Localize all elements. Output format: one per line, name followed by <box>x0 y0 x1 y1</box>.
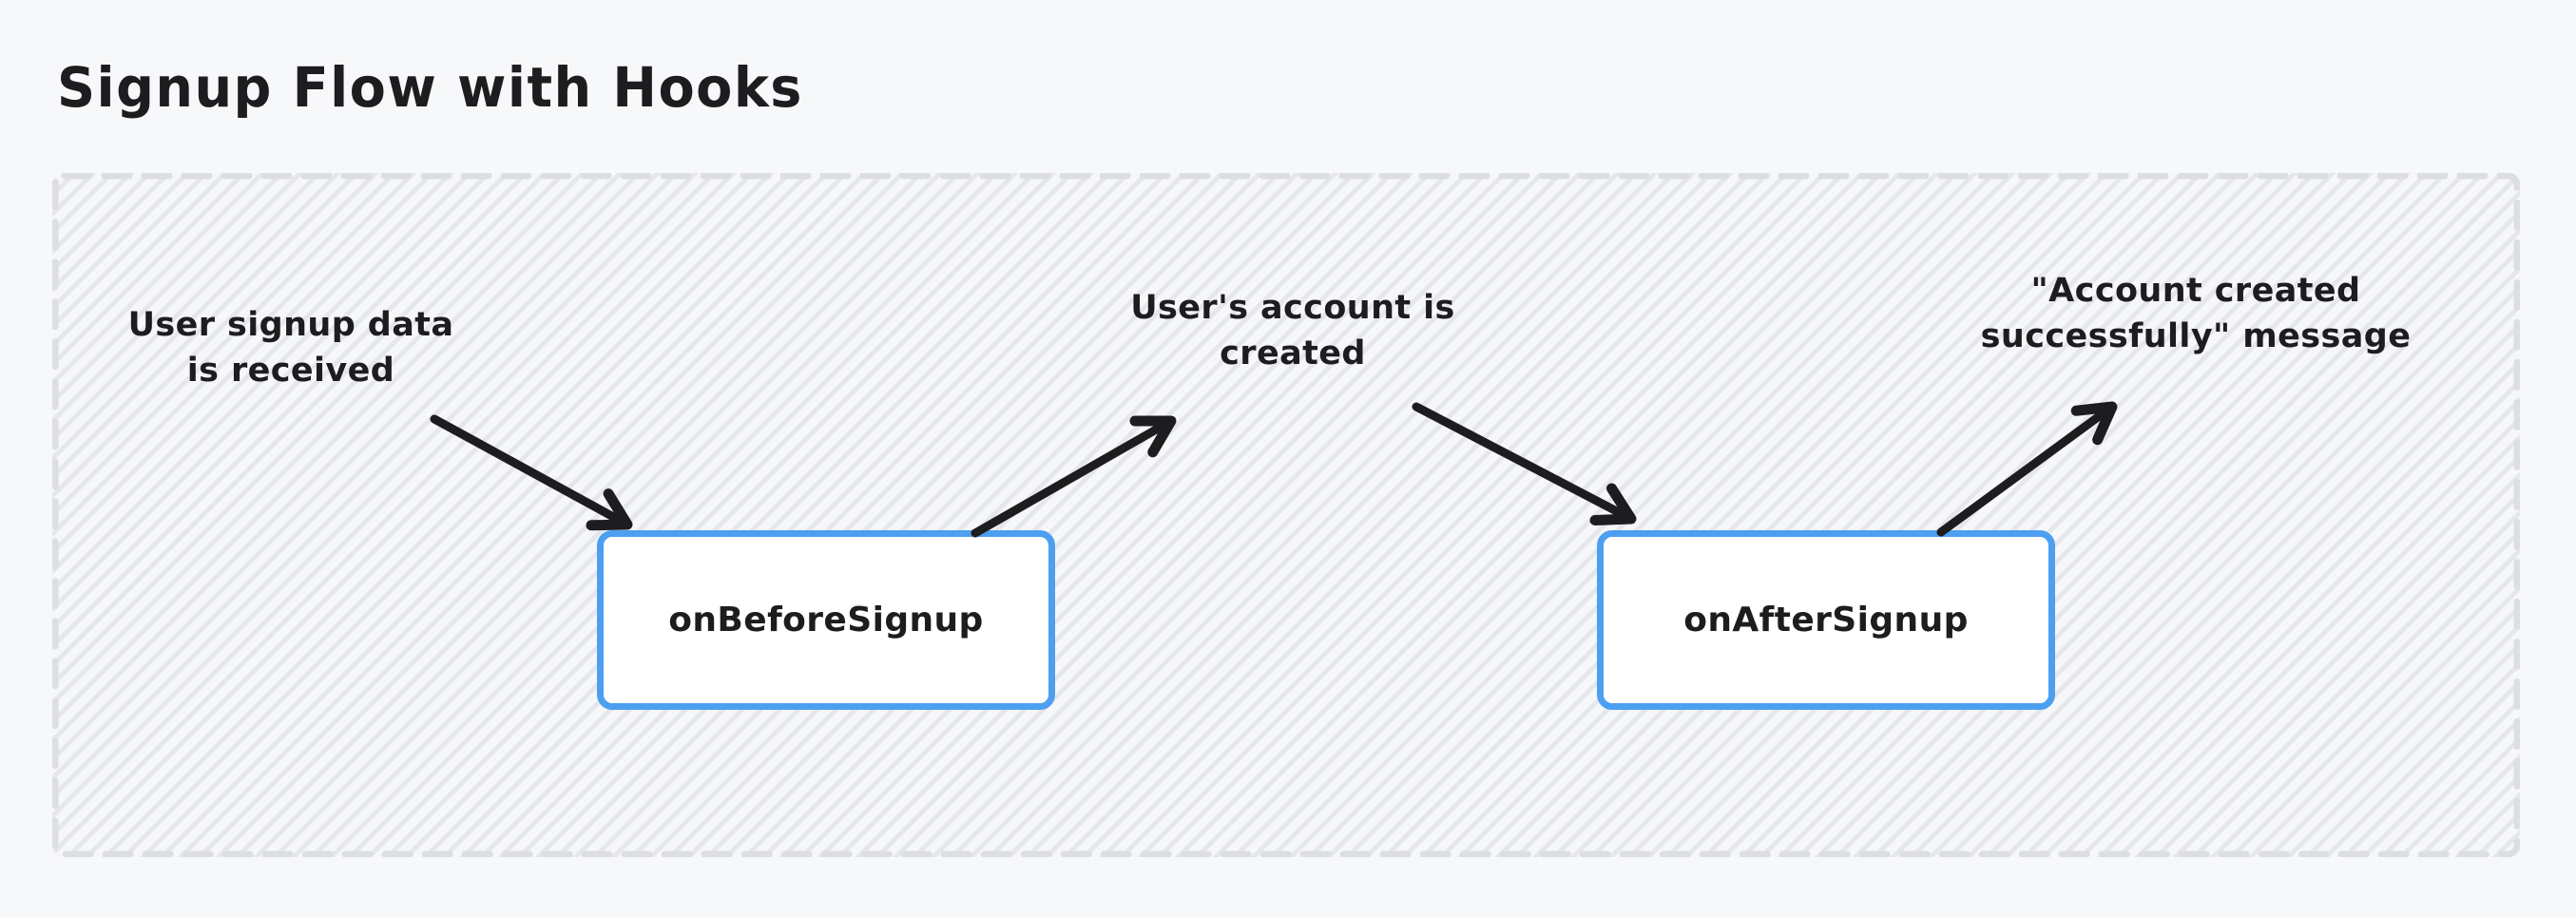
edge-label-account-created-message: "Account created successfully" message <box>1980 272 2412 356</box>
hook-node-label: onAfterSignup <box>1683 601 1969 640</box>
hook-node-label: onBeforeSignup <box>668 601 984 640</box>
edge-label-user-account-created: User's account is created <box>1130 289 1455 373</box>
edge-label-user-signup-data: User signup data is received <box>127 306 454 391</box>
page-title: Signup Flow with Hooks <box>57 55 803 120</box>
hook-node-onbeforesignup[interactable]: onBeforeSignup <box>597 530 1055 710</box>
hook-node-onaftersignup[interactable]: onAfterSignup <box>1597 530 2055 710</box>
